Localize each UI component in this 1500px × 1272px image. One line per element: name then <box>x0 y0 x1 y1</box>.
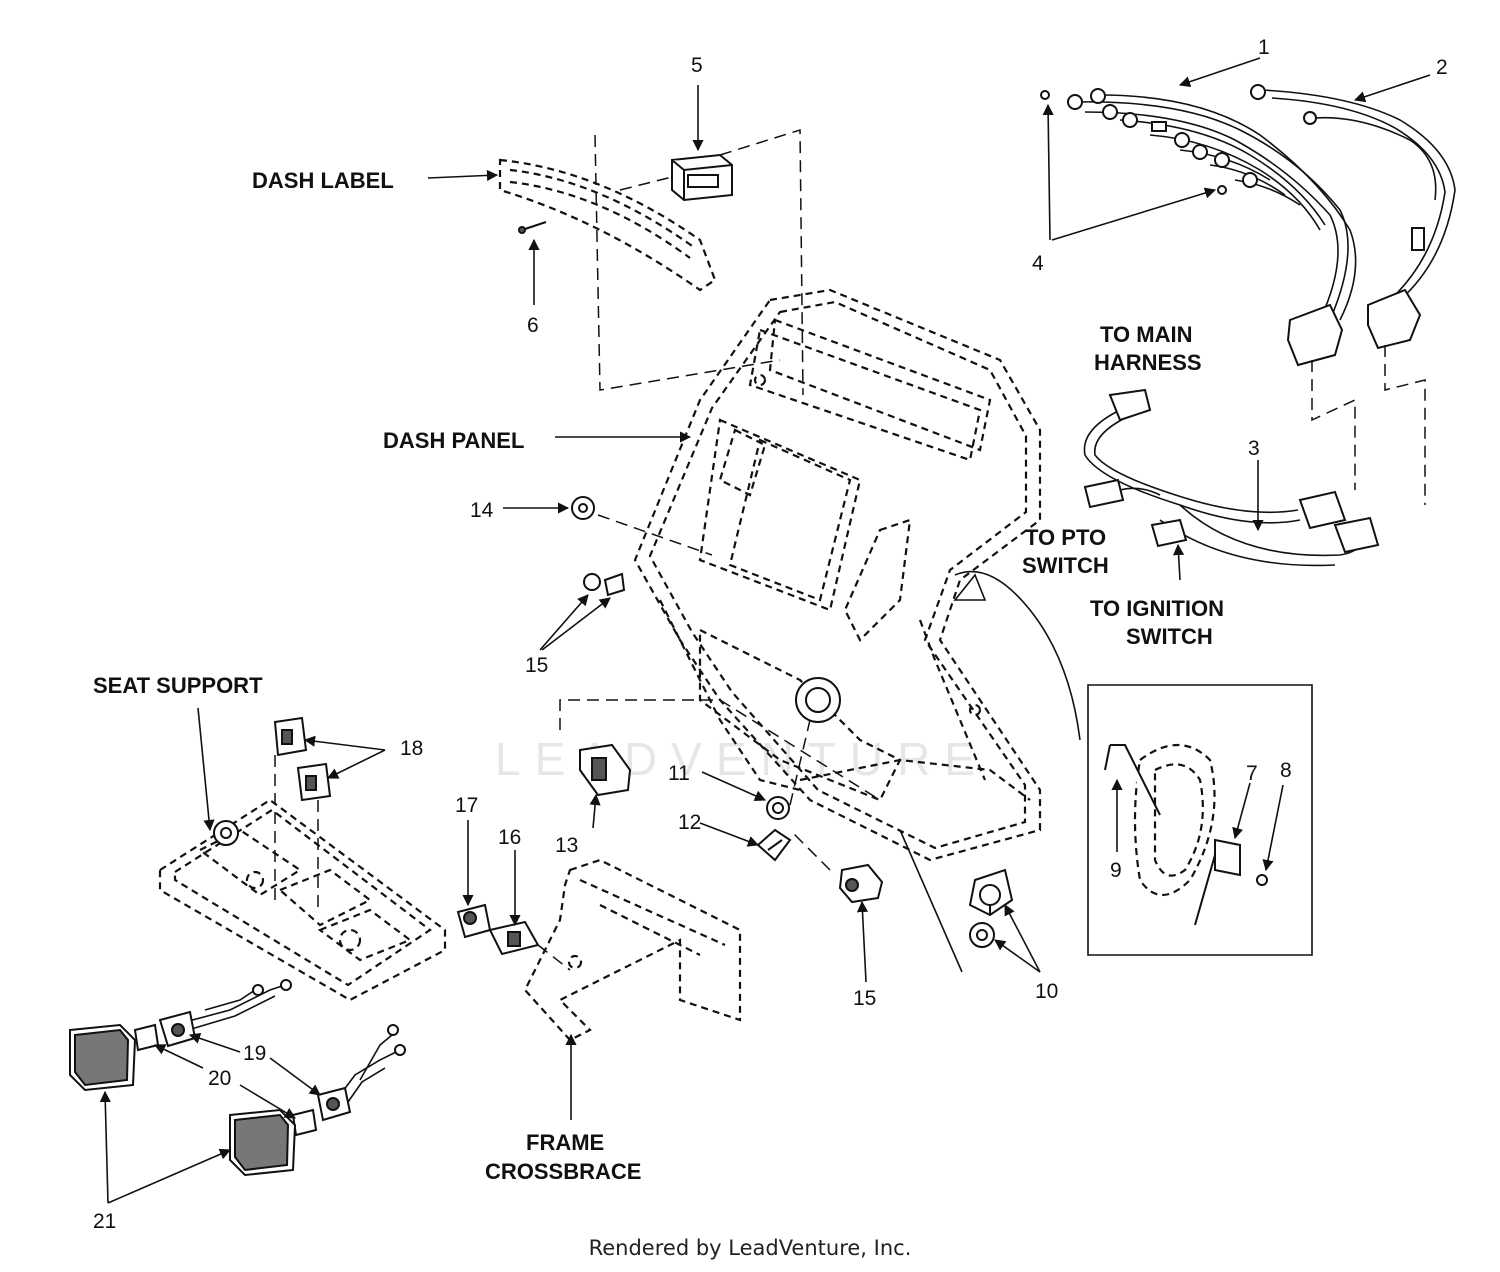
label-to-pto-1: TO PTO <box>1025 525 1106 550</box>
callout-4-line-b <box>1051 187 1217 241</box>
callout-21: 21 <box>93 1210 116 1233</box>
callout-19: 19 <box>243 1042 266 1065</box>
watermark: LEADVENTURE <box>495 733 989 785</box>
sub-harness-part <box>1083 388 1380 567</box>
callout-20: 20 <box>208 1067 231 1090</box>
hourmeter-assembly-line <box>719 128 804 396</box>
callout-20-line-a <box>153 1044 204 1069</box>
callout-15a-line-b <box>541 597 611 651</box>
callout-2: 2 <box>1436 56 1448 79</box>
callout-4: 4 <box>1032 252 1044 275</box>
callout-13: 13 <box>555 834 578 857</box>
callout-6: 6 <box>527 314 539 337</box>
dash-label-part <box>498 158 717 292</box>
ignition-nut-part <box>766 796 790 820</box>
callout-7: 7 <box>1246 762 1258 785</box>
callout-16: 16 <box>498 826 521 849</box>
label-seat-support: SEAT SUPPORT <box>93 673 263 698</box>
callout-2-line <box>1353 74 1431 103</box>
callout-19-line-b <box>269 1057 321 1096</box>
callout-21-line-b <box>107 1148 232 1204</box>
reflector-part <box>69 1023 297 1177</box>
label-dash-panel: DASH PANEL <box>383 428 524 453</box>
ignition-switch-part <box>968 868 1014 948</box>
pto-detail-box <box>953 570 1313 956</box>
nut-assembly-line <box>597 514 713 556</box>
seat-support-pointer <box>197 707 215 832</box>
callout-4-line-a <box>1042 103 1054 241</box>
key-part <box>756 828 792 862</box>
label-dash-label: DASH LABEL <box>252 168 394 193</box>
hour-meter-part <box>671 153 733 202</box>
label-frame-2: CROSSBRACE <box>485 1159 641 1184</box>
ignition-switch-pointer <box>1172 543 1185 581</box>
callout-15a-line-a <box>539 594 589 651</box>
label-frame-1: FRAME <box>526 1130 604 1155</box>
wire-harness-part <box>1040 84 1456 367</box>
callout-12-line <box>699 822 760 847</box>
callout-17: 17 <box>455 794 478 817</box>
callout-5: 5 <box>691 54 703 77</box>
callout-18-line-b <box>326 749 386 779</box>
callout-8: 8 <box>1280 759 1292 782</box>
callout-13-line <box>589 793 601 829</box>
dash-label-assembly-line <box>594 134 781 391</box>
callout-11: 11 <box>668 762 690 785</box>
pto-switch-assembly-line <box>789 829 831 871</box>
nut-part <box>571 496 595 520</box>
callout-11-line <box>701 771 767 802</box>
label-to-ignition-2: SWITCH <box>1126 624 1213 649</box>
callout-7-line <box>1232 782 1251 840</box>
callout-18: 18 <box>400 737 423 760</box>
dash-panel <box>633 288 1042 862</box>
harness-connector-line-a <box>1311 360 1356 490</box>
seat-switch-part <box>273 716 332 802</box>
light-harness-part <box>133 979 406 1137</box>
ignition-assembly-line <box>899 829 963 973</box>
callout-1-line <box>1178 57 1261 88</box>
callout-15b-line <box>856 900 869 983</box>
callout-10: 10 <box>1035 980 1058 1003</box>
hourmeter-lead-line <box>619 174 681 191</box>
callout-1: 1 <box>1258 36 1270 59</box>
label-to-ignition-1: TO IGNITION <box>1090 596 1224 621</box>
washer-nut-part <box>583 572 626 597</box>
callout-19-line-a <box>188 1032 241 1053</box>
pto-switch-part <box>838 863 884 904</box>
frame-crossbrace-part <box>523 858 742 1042</box>
callout-12: 12 <box>678 811 701 834</box>
callout-10-line-a <box>1004 904 1041 973</box>
callout-18-line-a <box>303 735 386 751</box>
ignition-nut-assembly-line <box>789 719 811 806</box>
dash-label-pointer <box>427 169 499 182</box>
toggle-switch-part <box>579 743 632 797</box>
seat-support-part <box>158 798 447 1002</box>
label-to-pto-2: SWITCH <box>1022 553 1109 578</box>
callout-21-line-a <box>99 1090 111 1204</box>
callout-10-line-b <box>994 939 1041 973</box>
label-to-main-1: TO MAIN <box>1100 322 1192 347</box>
callout-3: 3 <box>1248 437 1260 460</box>
harness-connector-line-b <box>1384 345 1426 505</box>
callout-15b: 15 <box>853 987 876 1010</box>
callout-9: 9 <box>1110 859 1122 882</box>
callout-8-line <box>1262 784 1284 872</box>
plunger-switch-part <box>456 903 571 971</box>
screw-part <box>518 221 547 234</box>
label-to-main-2: HARNESS <box>1094 350 1202 375</box>
callout-20-line-b <box>239 1084 296 1119</box>
callout-14: 14 <box>470 499 494 522</box>
footer-credit: Rendered by LeadVenture, Inc. <box>588 1236 912 1260</box>
callout-15a: 15 <box>525 654 548 677</box>
